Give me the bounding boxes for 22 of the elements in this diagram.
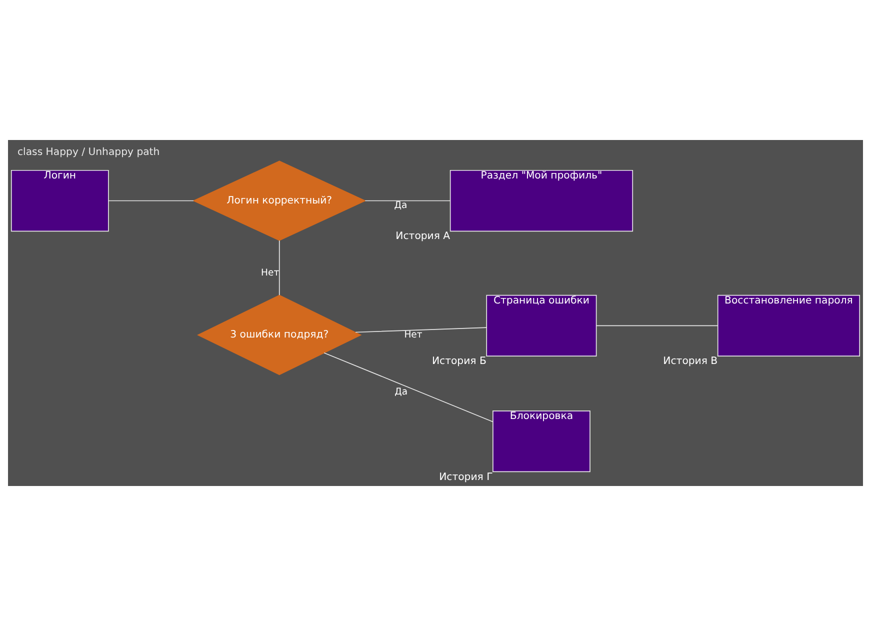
node-box: Восстановление пароля bbox=[717, 294, 860, 356]
connector bbox=[364, 200, 451, 201]
node-box: Раздел "Мой профиль" bbox=[450, 169, 634, 232]
connector bbox=[108, 200, 194, 201]
node-box: Блокировка bbox=[492, 410, 590, 472]
node-box: Логин bbox=[10, 169, 109, 232]
edge-label: Да bbox=[394, 200, 408, 211]
node-diamond: 3 ошибки подряд? bbox=[197, 294, 362, 375]
connector bbox=[596, 324, 718, 326]
connector bbox=[355, 326, 487, 332]
connector bbox=[324, 352, 494, 422]
edge-label: Нет bbox=[261, 266, 280, 278]
node-diamond: Логин корректный? bbox=[192, 160, 366, 240]
edge-label: Да bbox=[394, 386, 408, 398]
connector bbox=[278, 240, 280, 296]
diagram-title: class Happy / Unhappy path bbox=[18, 146, 160, 158]
node-label: История А bbox=[396, 230, 450, 242]
node-label: История Г bbox=[439, 471, 493, 482]
edge-label: Нет bbox=[404, 328, 422, 340]
node-label: История Б bbox=[432, 356, 486, 367]
node-box: Страница ошибки bbox=[486, 294, 597, 356]
node-label: История В bbox=[663, 356, 718, 367]
